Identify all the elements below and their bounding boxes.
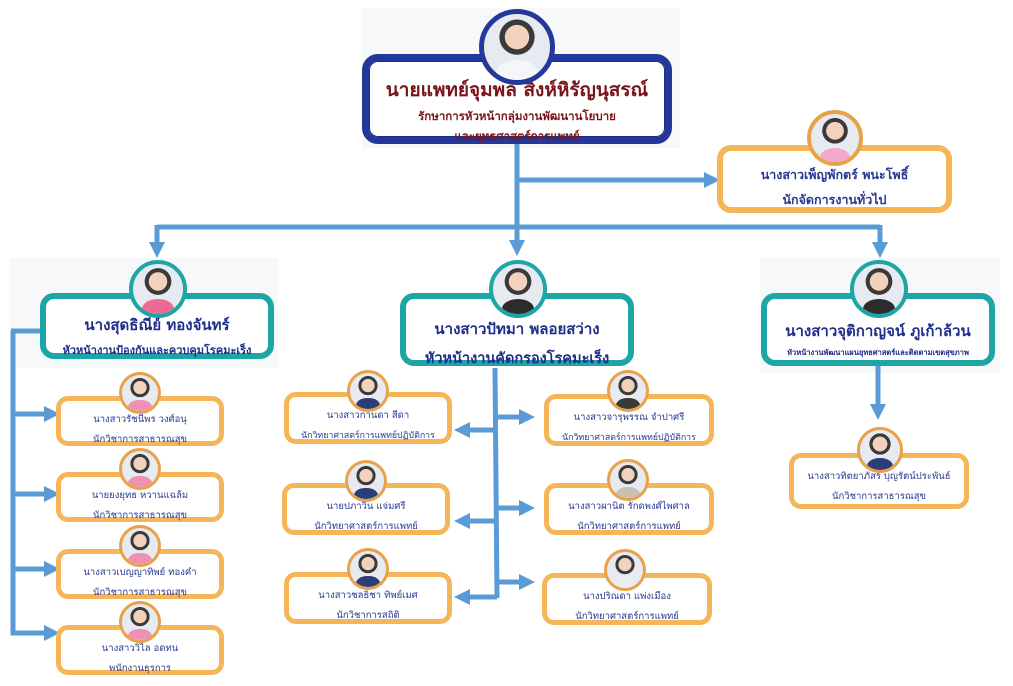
general-admin-avatar bbox=[807, 110, 863, 166]
staff-role: นักวิชาการสถิติ bbox=[336, 610, 400, 621]
staff-role: นักวิทยาศาสตร์การแพทย์ bbox=[314, 521, 418, 532]
staff-avatar bbox=[857, 427, 903, 473]
director-role-line1: รักษาการหัวหน้ากลุ่มงานพัฒนานโยบาย bbox=[418, 109, 616, 123]
staff-role: นักวิชาการสาธารณสุข bbox=[92, 510, 188, 521]
staff-box-2-5[interactable]: นางสาวผานิต รักดพงศ์ไพศาล นักวิทยาศาสตร์… bbox=[544, 483, 714, 535]
division-head-name-1: นางสุดธิณีย์ ทองจันทร์ bbox=[84, 316, 230, 334]
division-head-avatar-2 bbox=[489, 260, 547, 318]
staff-name: นางสาวเบญญาทิพย์ ทองคำ bbox=[83, 567, 197, 578]
staff-avatar bbox=[119, 372, 161, 414]
staff-name: นางสาวรัชนีพร วงศ์อนุ bbox=[93, 414, 187, 425]
division-head-role-3: หัวหน้างานพัฒนาแผนยุทธศาสตร์และติดตามเขต… bbox=[787, 348, 969, 357]
director-role-line2: และยุทธศาสตร์การแพทย์ bbox=[454, 129, 580, 143]
staff-role: นักวิทยาศาสตร์การแพทย์ bbox=[575, 611, 679, 622]
staff-role: นักวิทยาศาสตร์การแพทย์ปฏิบัติการ bbox=[562, 433, 696, 443]
general-admin-role: นักจัดการงานทั่วไป bbox=[782, 192, 887, 207]
staff-avatar bbox=[119, 525, 161, 567]
staff-name: นายปภาวิน แจ่มศรี bbox=[326, 501, 406, 512]
division-head-role-2: หัวหน้างานคัดกรองโรคมะเร็ง bbox=[424, 351, 610, 367]
staff-role: นักวิทยาศาสตร์การแพทย์ปฏิบัติการ bbox=[301, 431, 435, 441]
staff-avatar bbox=[607, 459, 649, 501]
staff-name: นายยงยุทธ หวานแฉล้ม bbox=[91, 490, 189, 501]
division-head-avatar-3 bbox=[850, 260, 908, 318]
general-admin-name: นางสาวเพ็ญพักตร์ พนะโพธิ์ bbox=[760, 167, 909, 182]
staff-name: นางปริณดา แพ่งเมือง bbox=[583, 591, 671, 602]
staff-avatar bbox=[607, 370, 649, 412]
staff-avatar bbox=[119, 601, 161, 643]
staff-avatar bbox=[119, 448, 161, 490]
staff-name: นางสาวจารุพรรณ จำปาศรี bbox=[573, 412, 685, 423]
staff-role: นักวิชาการสาธารณสุข bbox=[92, 587, 188, 598]
staff-name: นางสาวชลธิชา ทิพย์เมศ bbox=[318, 590, 418, 601]
general-admin-box[interactable]: นางสาวเพ็ญพักตร์ พนะโพธิ์ นักจัดการงานทั… bbox=[717, 145, 952, 213]
staff-name: นางสาวผานิต รักดพงศ์ไพศาล bbox=[568, 501, 690, 512]
division-head-role-1: หัวหน้างานป้องกันและควบคุมโรคมะเร็ง bbox=[62, 344, 252, 357]
staff-name: นางสาวกานดา สีดา bbox=[326, 410, 410, 421]
staff-name: นางสาวทิตยาภัสร์ บุญรัตน์ประพันธ์ bbox=[807, 471, 951, 482]
staff-avatar bbox=[345, 460, 387, 502]
staff-role: พนักงานธุรการ bbox=[108, 663, 172, 674]
division-head-name-2: นางสาวปัทมา พลอยสว่าง bbox=[434, 320, 600, 338]
division-head-name-3: นางสาวจุติกาญจน์ ภูเก้าล้วน bbox=[785, 322, 971, 340]
staff-avatar bbox=[347, 548, 389, 590]
staff-role: นักวิทยาศาสตร์การแพทย์ bbox=[577, 521, 681, 532]
division-2-spine bbox=[492, 367, 500, 599]
staff-name: นางสาววิไล อดทน bbox=[101, 643, 179, 654]
director-box[interactable]: นายแพทย์จุมพล สิงห์หิรัญนุสรณ์ รักษาการห… bbox=[362, 54, 672, 144]
staff-avatar bbox=[604, 549, 646, 591]
staff-role: นักวิชาการสาธารณสุข bbox=[92, 434, 188, 445]
division-head-box-3[interactable]: นางสาวจุติกาญจน์ ภูเก้าล้วน หัวหน้างานพั… bbox=[761, 293, 995, 366]
staff-role: นักวิชาการสาธารณสุข bbox=[831, 491, 927, 502]
division-head-avatar-1 bbox=[129, 260, 187, 318]
staff-avatar bbox=[347, 370, 389, 412]
director-avatar bbox=[479, 9, 555, 85]
director-name: นายแพทย์จุมพล สิงห์หิรัญนุสรณ์ bbox=[385, 79, 649, 101]
